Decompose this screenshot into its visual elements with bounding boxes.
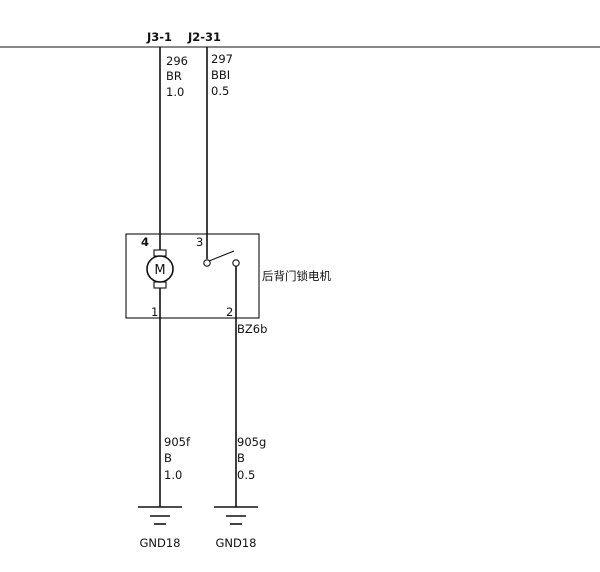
wire-297-gauge: 0.5 <box>211 84 229 98</box>
component-name: 后背门锁电机 <box>262 269 331 283</box>
connector-label-j3-1: J3-1 <box>146 30 172 44</box>
motor-icon: M <box>146 249 174 300</box>
wire-296-circuit: 296 <box>166 54 188 68</box>
wire-905g-gauge: 0.5 <box>237 468 255 482</box>
component-connector-id: BZ6b <box>237 322 267 336</box>
wire-296-gauge: 1.0 <box>166 85 184 99</box>
wire-297-color: BBI <box>211 68 230 82</box>
wire-905g-color: B <box>237 451 245 465</box>
switch-icon <box>203 250 240 300</box>
pin-4-label: 4 <box>141 235 149 249</box>
wire-905f-circuit: 905f <box>164 435 191 449</box>
motor-symbol-label: M <box>154 263 165 278</box>
pin-1-label: 1 <box>151 305 158 319</box>
wire-297-circuit: 297 <box>211 52 233 66</box>
component-box <box>125 233 260 319</box>
ground-icon-left <box>138 506 182 525</box>
pin-3-label: 3 <box>196 235 203 249</box>
ground-icon-right <box>214 506 258 525</box>
ground-label-right: GND18 <box>215 536 256 550</box>
wire-296-color: BR <box>166 69 182 83</box>
connector-label-j2-31: J2-31 <box>187 30 221 44</box>
wire-905f-color: B <box>164 451 172 465</box>
wire-905f-gauge: 1.0 <box>164 468 182 482</box>
wire-905g-circuit: 905g <box>237 435 266 449</box>
ground-label-left: GND18 <box>139 536 180 550</box>
pin-2-label: 2 <box>226 305 233 319</box>
